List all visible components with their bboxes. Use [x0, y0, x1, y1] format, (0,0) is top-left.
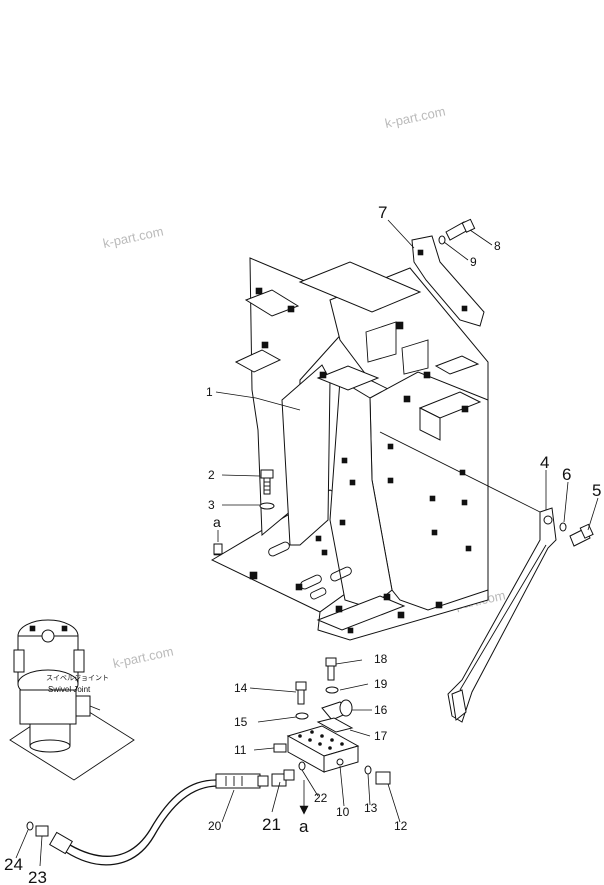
leader-lines — [15, 219, 599, 867]
washer-19 — [325, 686, 339, 694]
swivel-joint-label-en: Swivel Joint — [48, 685, 91, 694]
callout-24: 24 — [4, 855, 23, 874]
callout-10: 10 — [336, 805, 350, 819]
bracket-7 — [411, 235, 485, 327]
washer-15 — [295, 712, 309, 720]
callout-17: 17 — [374, 729, 388, 743]
bolt-8 — [445, 218, 476, 241]
plate-17 — [316, 717, 354, 733]
rod-4 — [447, 507, 557, 723]
callout-19: 19 — [374, 677, 388, 691]
hose-20 — [49, 773, 269, 866]
washer-3 — [259, 502, 275, 510]
o-ring-24 — [26, 821, 34, 831]
watermark: k-part.com — [102, 223, 165, 250]
callout-22: 22 — [314, 791, 328, 805]
callout-7: 7 — [378, 203, 387, 222]
o-ring-22 — [298, 761, 306, 771]
swivel-joint — [9, 619, 135, 781]
arrow-a-bottom-head — [299, 805, 309, 815]
callout-20: 20 — [208, 819, 222, 833]
callout-15: 15 — [234, 715, 248, 729]
fitting-23 — [35, 825, 49, 837]
callout-11: 11 — [234, 743, 247, 757]
callout-a-bottom: a — [299, 817, 309, 836]
watermark: k-part.com — [112, 643, 175, 670]
callout-1: 1 — [206, 385, 213, 399]
callout-14: 14 — [234, 681, 248, 695]
callout-3: 3 — [208, 498, 215, 512]
frame-assembly — [210, 257, 489, 641]
watermark: k-part.com — [384, 103, 447, 130]
bolt-2 — [260, 469, 274, 495]
fitting-11 — [273, 743, 287, 753]
callouts: 1 2 3 a 4 6 5 7 8 9 14 15 11 18 19 16 17… — [4, 203, 601, 885]
callout-12: 12 — [394, 819, 408, 833]
callout-2: 2 — [208, 468, 215, 482]
washer-9 — [438, 235, 446, 245]
bolt-5 — [569, 523, 594, 547]
callout-9: 9 — [470, 255, 477, 269]
o-ring-13 — [364, 765, 372, 775]
callout-6: 6 — [562, 465, 571, 484]
callout-4: 4 — [540, 453, 549, 472]
callout-16: 16 — [374, 703, 388, 717]
bolt-14 — [295, 681, 307, 705]
callout-21: 21 — [262, 815, 281, 834]
swivel-joint-label-jp: スイベルジョイント — [46, 674, 109, 682]
solenoid-16 — [321, 699, 353, 721]
fitting-a-top — [213, 530, 223, 555]
callout-23: 23 — [28, 868, 47, 885]
bolt-18 — [325, 657, 337, 681]
elbow-21 — [271, 769, 295, 787]
callout-5: 5 — [592, 481, 601, 500]
callout-18: 18 — [374, 652, 388, 666]
callout-13: 13 — [364, 801, 378, 815]
plug-12 — [375, 771, 391, 785]
valve-block-10 — [286, 725, 360, 773]
callout-8: 8 — [494, 239, 501, 253]
callout-a-top: a — [213, 514, 221, 530]
washer-6 — [559, 522, 567, 532]
